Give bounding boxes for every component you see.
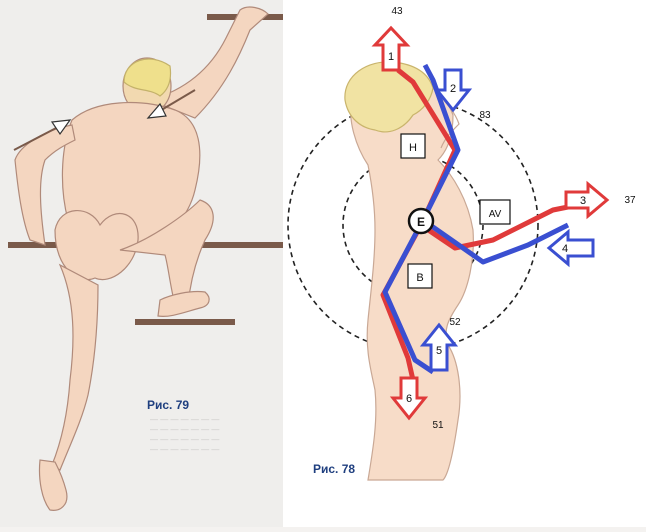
red-path-upper <box>396 68 579 251</box>
arrow-2-blue-down <box>433 68 473 113</box>
figure-78-caption: Рис. 78 <box>313 462 356 476</box>
arrow-3-value: 37 <box>624 195 636 206</box>
arrow-2-value: 83 <box>479 110 491 121</box>
box-av: AV <box>479 199 511 225</box>
arrow-4-id: 4 <box>562 243 568 255</box>
arrow-5-id: 5 <box>436 345 442 357</box>
svg-text:E: E <box>417 215 425 229</box>
arrow-1-value: 43 <box>391 6 403 17</box>
bar-lower <box>135 319 235 325</box>
figure-79-caption: Рис. 79 <box>147 398 190 412</box>
arrow-6-id: 6 <box>406 393 412 405</box>
svg-text:H: H <box>409 142 417 154</box>
arrow-4-blue-left <box>546 228 595 268</box>
muscle-arrow-right <box>146 89 196 119</box>
arrow-3-id: 3 <box>580 195 586 207</box>
faint-bleed-text: — — — — — — —— — — — — — —— — — — — — ——… <box>150 415 220 454</box>
arrow-2-id: 2 <box>450 83 456 95</box>
box-b: B <box>407 263 433 289</box>
arrow-5-value: 52 <box>449 317 461 328</box>
center-node-e: E <box>407 207 435 235</box>
climber-illustration <box>8 6 283 511</box>
svg-text:AV: AV <box>489 209 502 220</box>
arrow-5-blue-up <box>419 322 459 372</box>
arrow-3-red-right <box>564 180 610 220</box>
box-h: H <box>400 133 426 159</box>
climber-body <box>14 6 269 511</box>
arrow-6-value: 51 <box>432 420 444 431</box>
blue-path-lower <box>382 218 435 375</box>
circulation-diagram: 1 2 3 4 5 6 43 83 37 52 51 H AV B <box>287 6 636 481</box>
arrow-1-id: 1 <box>388 51 394 63</box>
figure-78-panel: 1 2 3 4 5 6 43 83 37 52 51 H AV B <box>283 0 646 527</box>
muscle-arrow-left <box>13 119 72 151</box>
arrow-6-red-down <box>389 376 429 421</box>
arrow-1-red-up <box>371 25 411 72</box>
figure-79-panel: Рис. 79 — — — — — — —— — — — — — —— — — … <box>0 0 283 527</box>
svg-text:B: B <box>416 272 423 284</box>
